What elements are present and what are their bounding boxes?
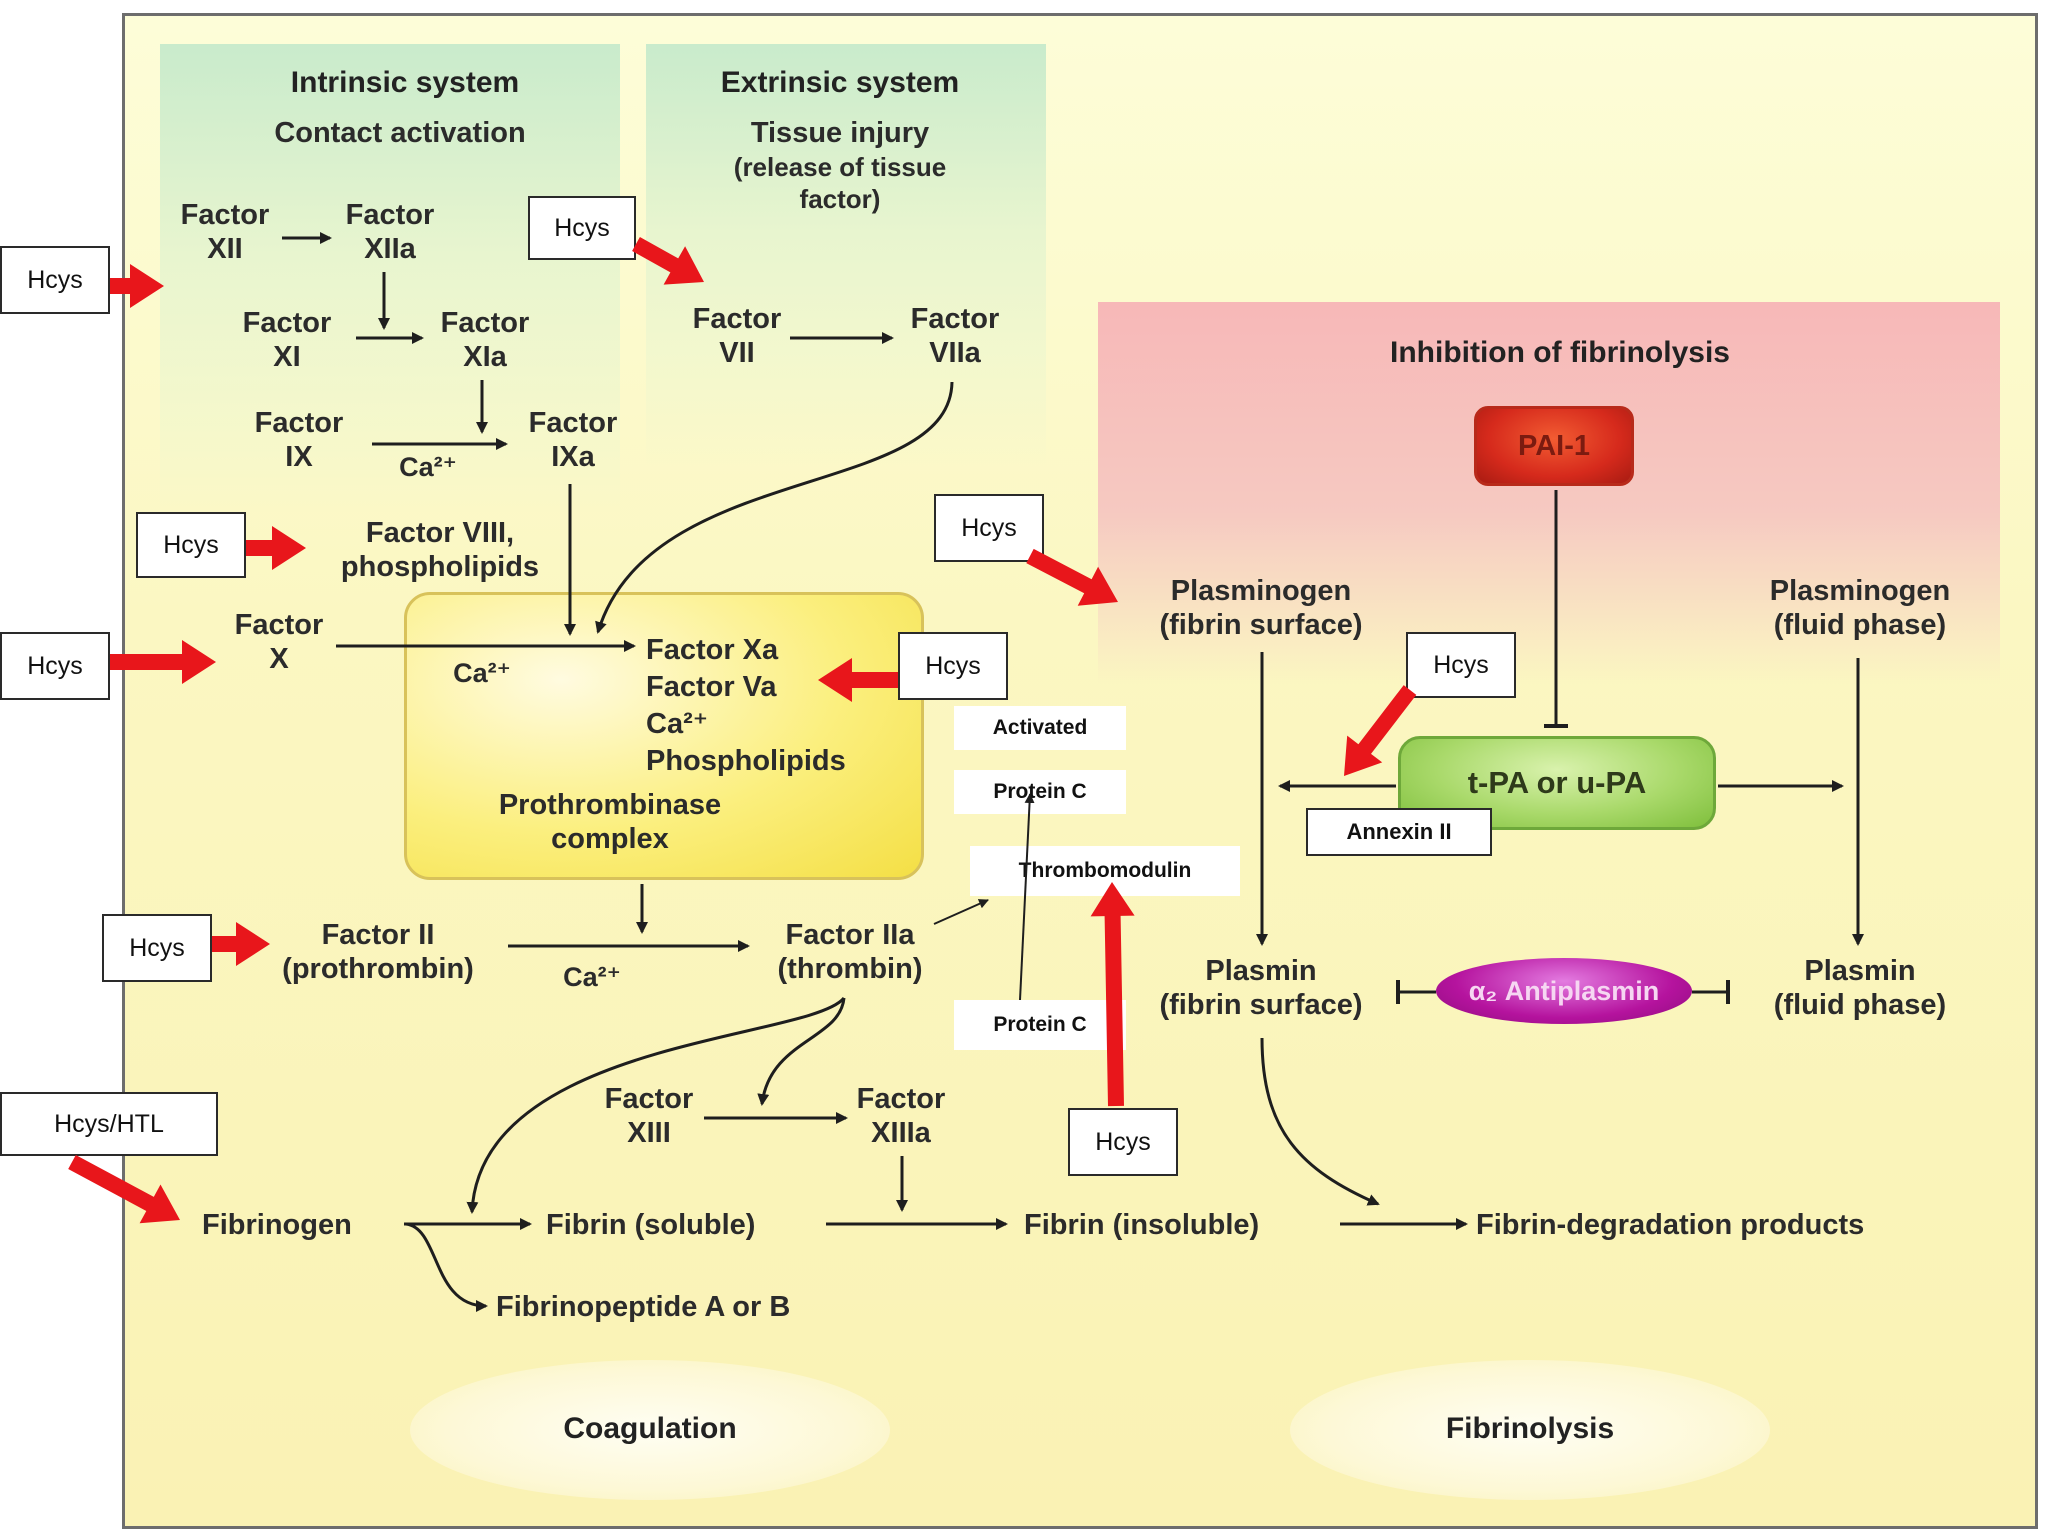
coagulation-ellipse — [410, 1360, 890, 1500]
activated-protein-c-label: Protein C — [954, 770, 1126, 814]
arrow-iia-to-xiii — [757, 997, 846, 1106]
fibrinolysis-inhibition-title: Inhibition of fibrinolysis — [1390, 336, 1730, 369]
hcys-arrow-annexin — [1344, 685, 1417, 776]
plasmin-fluid-phase-label: Plasmin(fluid phase) — [1773, 955, 1947, 1021]
protein-c-label: Protein C — [954, 1000, 1126, 1050]
intrinsic-system-title: Intrinsic system — [290, 66, 520, 99]
tissue-factor-note-line1: (release of tissue — [733, 152, 947, 182]
factor-viii-phospholipids-label: Factor VIII,phospholipids — [340, 517, 540, 583]
calcium-label-ii: Ca²⁺ — [563, 962, 621, 992]
arrow-iia-to-fibrinogen — [466, 996, 846, 1214]
contact-activation-label: Contact activation — [274, 117, 526, 149]
hcys-box-factor-x: Hcys — [0, 632, 110, 700]
hcys-arrow-plasminogen — [1026, 548, 1118, 606]
fibrinolysis-section-label: Fibrinolysis — [1445, 1412, 1615, 1445]
calcium-label-ix: Ca²⁺ — [399, 452, 457, 482]
hcys-htl-box: Hcys/HTL — [0, 1092, 218, 1156]
arrow-iia-to-thrombomodulin — [933, 899, 989, 925]
extrinsic-system-panel — [646, 44, 1046, 464]
hcys-arrow-thrombomodulin — [1090, 882, 1135, 1107]
hcys-box-prothrombin: Hcys — [102, 914, 212, 982]
hcys-arrow-factor-viii — [246, 526, 306, 570]
activated-label: Activated — [954, 706, 1126, 750]
coagulation-section-label: Coagulation — [563, 1412, 737, 1445]
hcys-box-annexin: Hcys — [1406, 632, 1516, 698]
fibrin-soluble-label: Fibrin (soluble) — [546, 1209, 756, 1241]
arrow-viia-to-xa — [595, 381, 954, 634]
tissue-injury-label: Tissue injury — [750, 117, 930, 149]
calcium-label-x: Ca²⁺ — [453, 658, 511, 688]
hcys-arrow-factor-x — [110, 640, 216, 684]
hcys-htl-arrow — [68, 1155, 180, 1224]
alpha2-antiplasmin-box: α₂ Antiplasmin — [1436, 958, 1692, 1024]
arrow-protein-c-to-activated — [1019, 793, 1035, 1001]
hcys-box-plasminogen: Hcys — [934, 494, 1044, 562]
fibrinolysis-inhibition-panel — [1098, 302, 2000, 684]
fibrin-degradation-products-label: Fibrin-degradation products — [1476, 1209, 1865, 1241]
hcys-box-tissue: Hcys — [528, 196, 636, 260]
hcys-box-contact: Hcys — [0, 246, 110, 314]
prothrombinase-complex-box — [404, 592, 924, 880]
plasminogen-fluid-phase-label: Plasminogen(fluid phase) — [1769, 575, 1951, 641]
fibrinopeptide-label: Fibrinopeptide A or B — [496, 1291, 791, 1323]
hcys-arrow-contact — [110, 264, 164, 308]
fibrin-insoluble-label: Fibrin (insoluble) — [1024, 1209, 1260, 1241]
intrinsic-system-panel — [160, 44, 620, 514]
fibrinogen-label: Fibrinogen — [202, 1209, 352, 1241]
hcys-box-factor-va: Hcys — [898, 632, 1008, 700]
plasmin-fibrin-surface-label: Plasmin(fibrin surface) — [1159, 955, 1363, 1021]
arrow-plasmin-to-degradation — [1260, 1037, 1380, 1206]
hcys-box-thrombomodulin: Hcys — [1068, 1108, 1178, 1176]
hcys-arrow-prothrombin — [212, 922, 270, 966]
hcys-box-factor-viii: Hcys — [136, 512, 246, 578]
factor-iia-label: Factor IIa(thrombin) — [777, 919, 923, 985]
factor-ii-label: Factor II(prothrombin) — [282, 919, 474, 985]
hcys-arrow-tissue — [632, 237, 704, 285]
tissue-factor-note-line2: factor) — [799, 184, 881, 214]
extrinsic-system-title: Extrinsic system — [720, 66, 960, 99]
plasminogen-fibrin-surface-label: Plasminogen(fibrin surface) — [1159, 575, 1363, 641]
annexin-ii-box: Annexin II — [1306, 808, 1492, 856]
fibrinolysis-ellipse — [1290, 1360, 1770, 1500]
thrombomodulin-label: Thrombomodulin — [970, 846, 1240, 896]
arrow-fibrinogen-to-fibrinopeptide — [405, 1222, 488, 1312]
hcys-arrow-factor-va — [818, 658, 898, 702]
pai-1-box: PAI-1 — [1474, 406, 1634, 486]
